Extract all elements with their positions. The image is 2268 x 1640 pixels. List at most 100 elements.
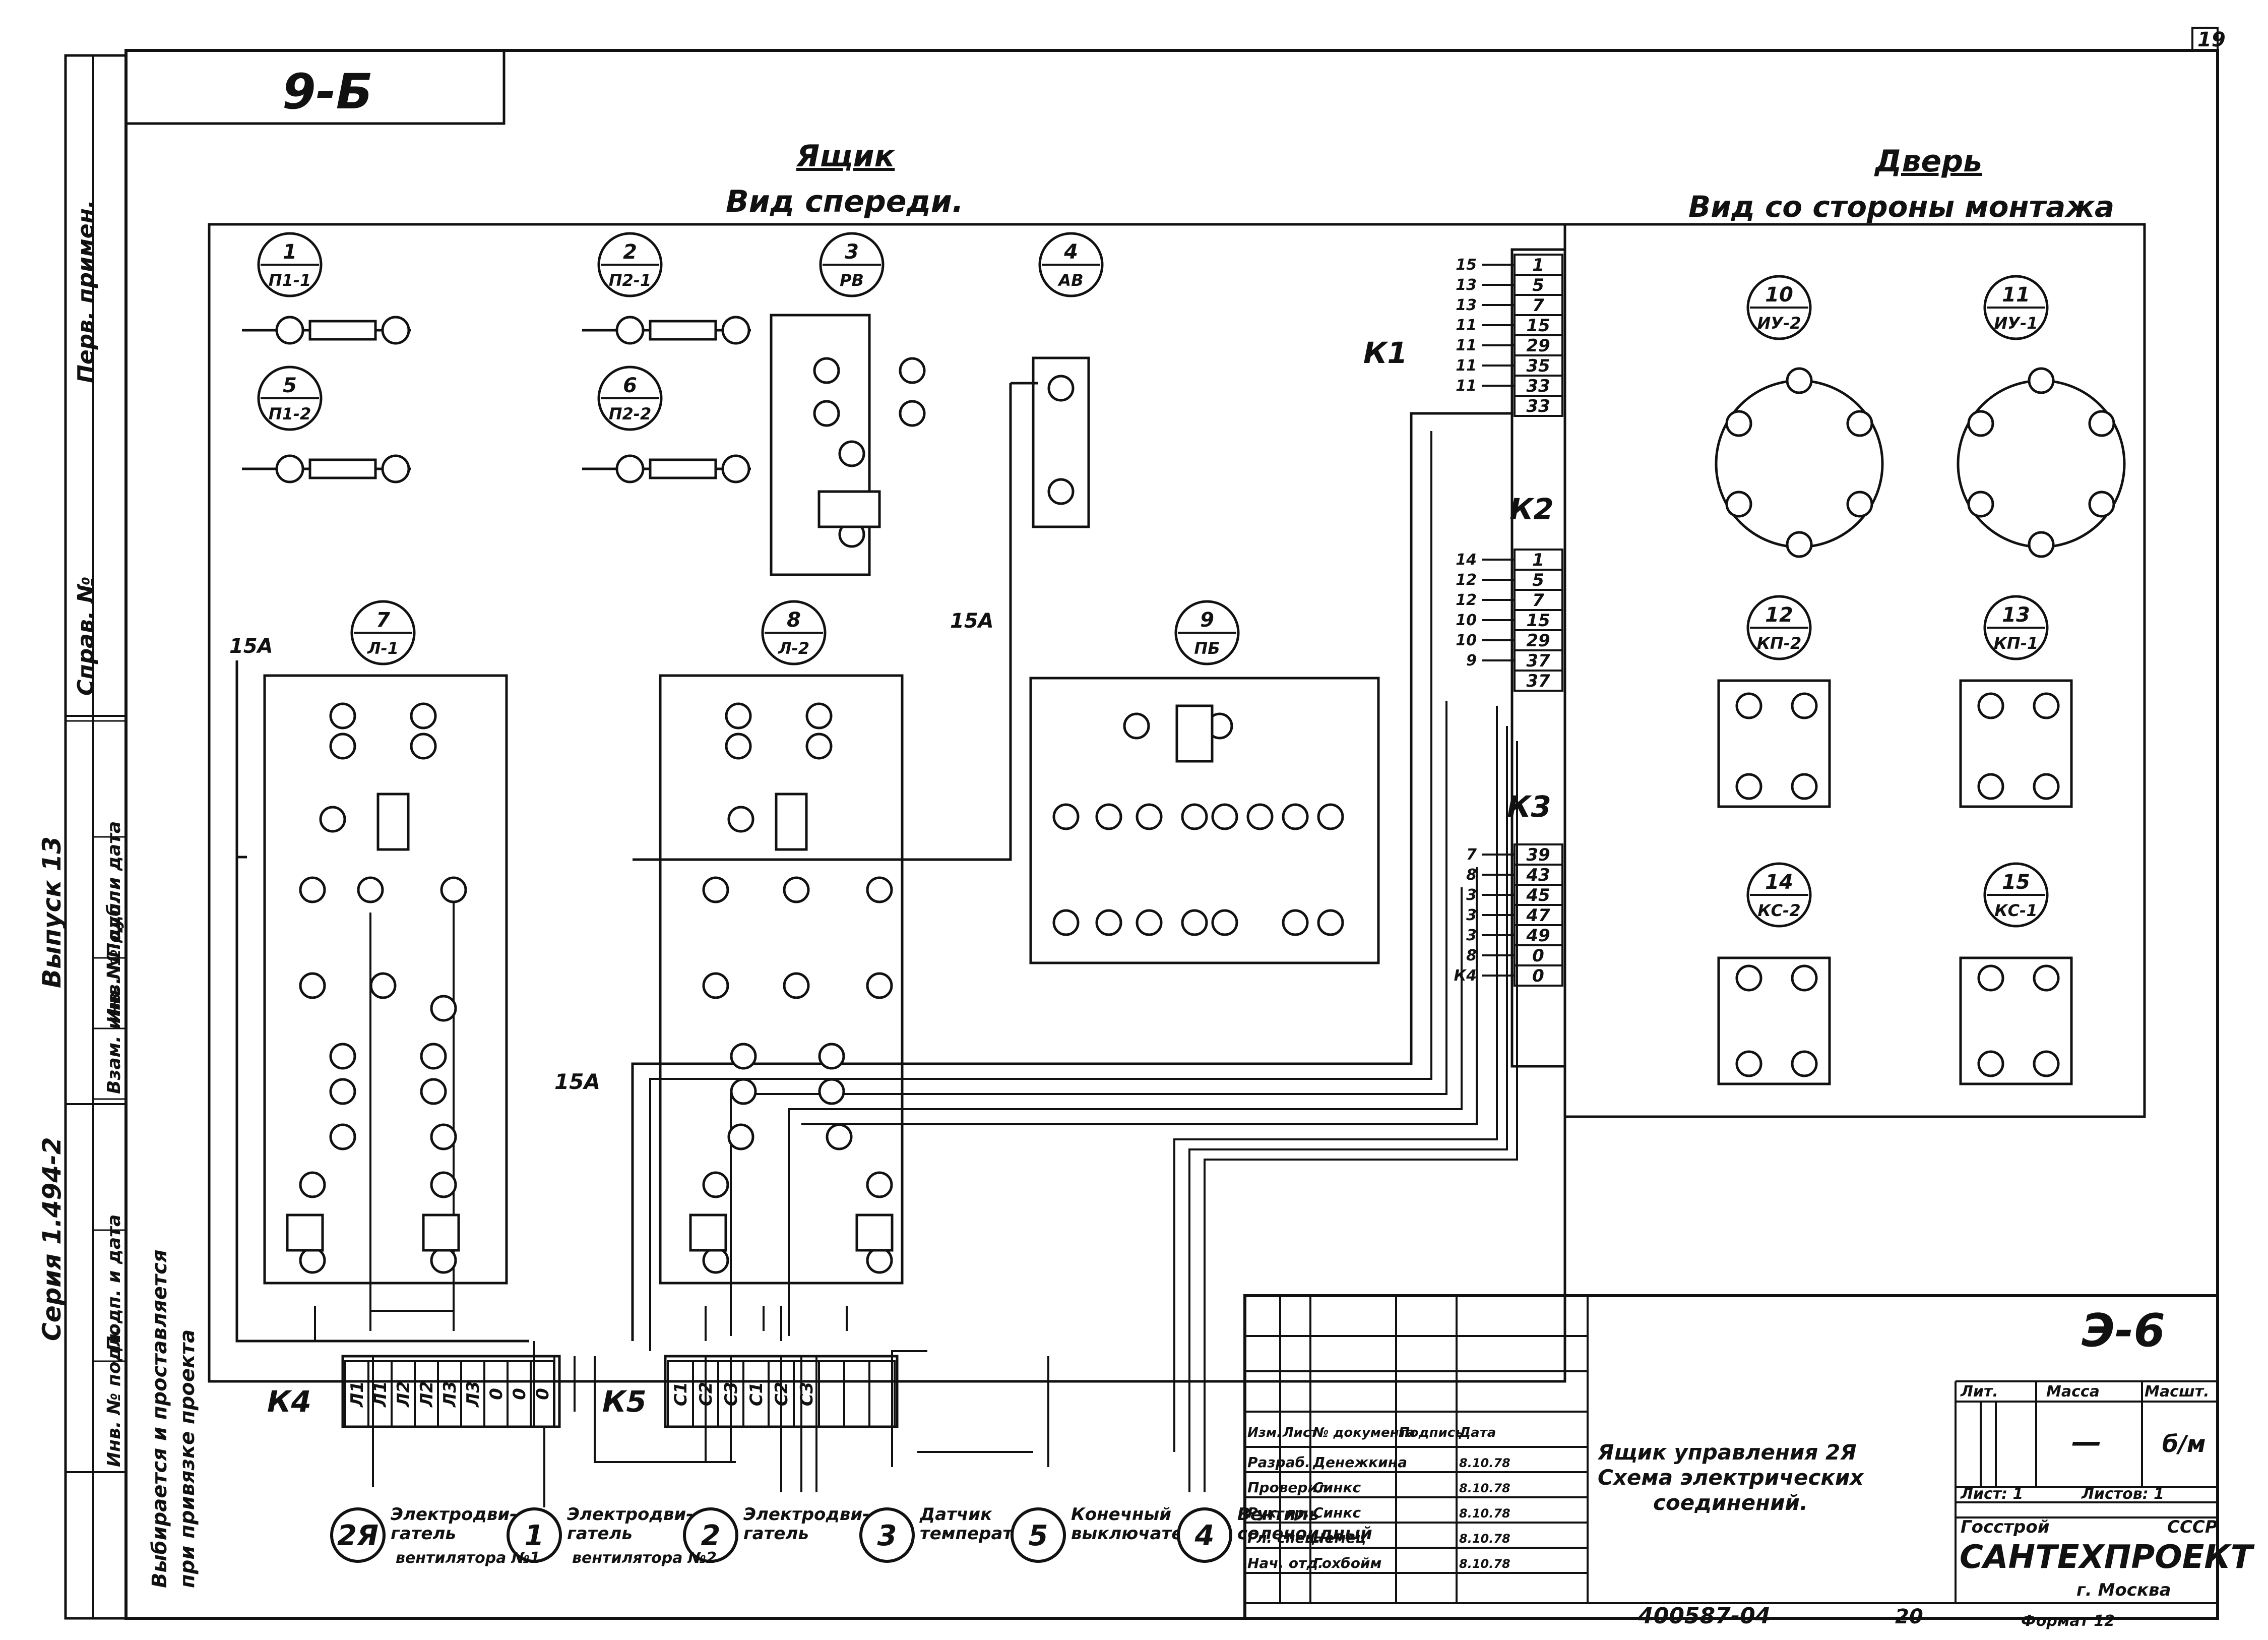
- terminal-wire: 10: [1456, 612, 1477, 629]
- terminal-cell: [1514, 395, 1563, 417]
- terminal-wire: 8: [1466, 947, 1477, 964]
- terminal-cell: [1514, 670, 1563, 692]
- contactor-l2-frame: [659, 674, 904, 1285]
- doc-number: 400587-04: [1637, 1603, 1771, 1629]
- tb-role: Гл. спец.: [1247, 1530, 1320, 1546]
- terminal-number: 0: [1532, 966, 1544, 986]
- terminal-circle: [730, 1078, 757, 1105]
- device-kp2-frame: [1717, 679, 1831, 808]
- terminal-wire: 3: [1466, 906, 1477, 924]
- tb-city: г. Москва: [2076, 1580, 2171, 1600]
- tb-hdr-doc: № документа: [1312, 1425, 1415, 1440]
- terminal-number: С1: [746, 1382, 767, 1407]
- terminal-number: 0: [533, 1388, 553, 1400]
- device-rv-frame: [770, 314, 871, 576]
- coil-symbol: [1175, 704, 1214, 763]
- device-number: 5: [283, 374, 297, 397]
- field-device-circle: [507, 1507, 562, 1563]
- terminal-circle: [1735, 692, 1762, 719]
- sheet-code-top: 9-Б: [282, 64, 373, 120]
- fuse-body: [649, 458, 717, 479]
- field-device-circle: [330, 1507, 386, 1563]
- terminal-number: С1: [671, 1382, 691, 1407]
- tb-title-line2: Схема электрических: [1598, 1465, 1864, 1490]
- terminal-wire: 13: [1456, 296, 1477, 314]
- device-number: 13: [2002, 603, 2030, 627]
- device-code: КС-2: [1757, 901, 1800, 920]
- terminal-wire: 11: [1456, 357, 1477, 375]
- terminal-number: 33: [1526, 396, 1550, 416]
- terminal-number: 43: [1526, 865, 1550, 885]
- cable-tag-b: 15А: [554, 1069, 600, 1094]
- device-code: КС-1: [1994, 901, 2037, 920]
- tb-title-line1: Ящик управления 2Я: [1597, 1440, 1857, 1465]
- field-device-label-2: гатель: [391, 1524, 456, 1544]
- stamp-note-line2: при привязке проекта: [176, 1329, 199, 1588]
- terminal-circle: [1977, 1050, 2004, 1077]
- terminal-wire: 3: [1466, 927, 1477, 944]
- terminal-circle: [1791, 773, 1818, 800]
- device-code: КП-1: [1994, 634, 2038, 653]
- tb-date: 8.10.78: [1459, 1481, 1510, 1495]
- terminal-circle: [319, 806, 346, 833]
- device-code: АВ: [1057, 271, 1083, 290]
- tb-role: Проверил: [1247, 1479, 1328, 1496]
- stamp-inv-podl: Инв. № подл.: [104, 1326, 124, 1467]
- terminal-circle: [615, 454, 645, 483]
- terminal-circle: [2033, 1050, 2060, 1077]
- field-device-circle: [683, 1507, 738, 1563]
- terminal-circle: [1136, 803, 1163, 830]
- terminal-circle: [1052, 803, 1080, 830]
- terminal-circle: [866, 876, 893, 903]
- terminal-circle: [329, 1078, 356, 1105]
- device-number: 9: [1200, 609, 1214, 632]
- field-device-number: 3: [877, 1520, 897, 1552]
- terminal-circle: [2088, 410, 2115, 437]
- field-device-label-1: Датчик: [919, 1504, 992, 1525]
- coil-symbol: [775, 793, 808, 851]
- terminal-circle: [805, 733, 833, 760]
- tb-mass-value: —: [2071, 1424, 2102, 1460]
- fuse-body: [308, 320, 377, 341]
- terminal-circle: [430, 1247, 457, 1274]
- terminal-circle: [1317, 803, 1344, 830]
- terminal-circle: [299, 1247, 326, 1274]
- tb-name: Денежкина: [1312, 1454, 1407, 1471]
- field-device-circle: [859, 1507, 915, 1563]
- terminal-number: Л3: [440, 1381, 460, 1408]
- contactor-l1-frame: [263, 674, 508, 1285]
- code-box: [124, 49, 506, 125]
- doc-format: Формат 12: [2021, 1612, 2115, 1630]
- field-device-number: 4: [1194, 1520, 1215, 1552]
- terminal-circle: [1095, 909, 1122, 936]
- terminal-circle: [430, 1123, 457, 1150]
- terminal-number: 7: [1532, 590, 1544, 611]
- terminal-circle: [727, 1123, 754, 1150]
- field-device-label-1: Конечный: [1071, 1504, 1171, 1525]
- terminal-number: Л1: [347, 1381, 367, 1408]
- field-device-label-1: Электродви-: [391, 1504, 517, 1525]
- device-number: 4: [1063, 240, 1078, 264]
- field-device-label-1: Электродви-: [743, 1504, 869, 1525]
- tb-name: Синкс: [1313, 1479, 1361, 1496]
- tb-scale-value: б/м: [2162, 1430, 2206, 1457]
- terminal-circle: [1791, 692, 1818, 719]
- tb-date: 8.10.78: [1459, 1557, 1510, 1571]
- tb-role: Разраб.: [1247, 1454, 1310, 1471]
- terminal-circle: [299, 972, 326, 999]
- terminal-circle: [329, 702, 356, 730]
- cable-tag-c: 15А: [950, 610, 994, 633]
- terminal-wire: 12: [1456, 591, 1477, 609]
- coil-symbol: [855, 1213, 894, 1252]
- terminal-circle: [2033, 964, 2060, 992]
- device-av-frame: [1032, 356, 1090, 528]
- stamp-note-line1: Выбирается и проставляется: [148, 1250, 171, 1588]
- terminal-circle: [866, 1247, 893, 1274]
- terminal-number: 49: [1526, 926, 1550, 946]
- field-device-circle: [1177, 1507, 1232, 1563]
- field-device-label-2: гатель: [567, 1524, 633, 1544]
- terminal-circle: [805, 702, 833, 730]
- terminal-wire: 10: [1456, 632, 1477, 649]
- terminal-cell: [530, 1360, 555, 1428]
- terminal-circle: [1967, 410, 1994, 437]
